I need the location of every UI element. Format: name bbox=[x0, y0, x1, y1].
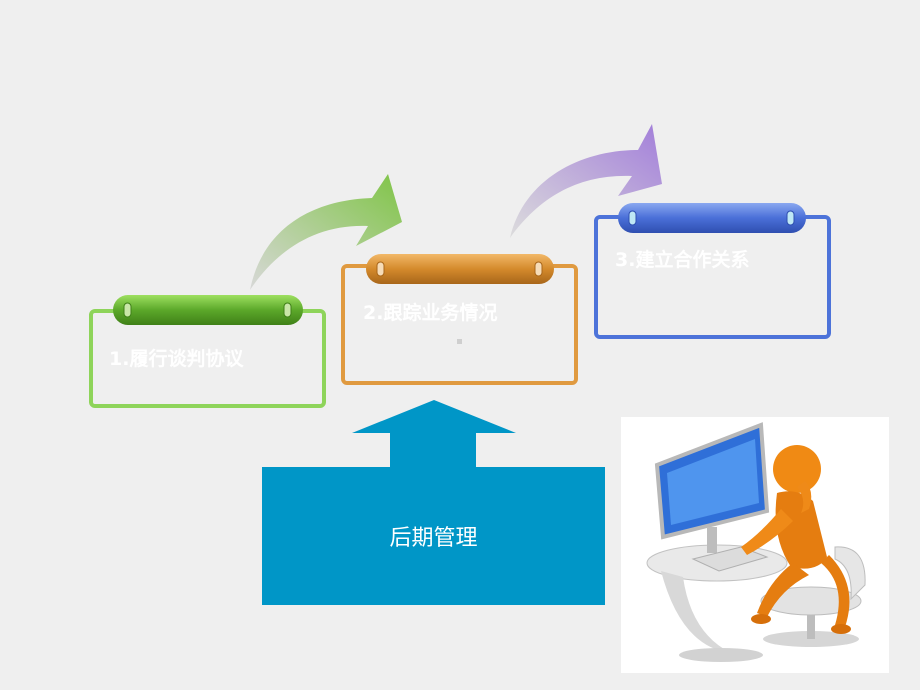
step-3-label: 3.建立合作关系 bbox=[615, 249, 750, 271]
step-2-box bbox=[341, 264, 578, 385]
placeholder-dot bbox=[457, 339, 462, 344]
arrow-step1-to-step2 bbox=[250, 174, 402, 290]
figure-at-computer-illustration bbox=[621, 417, 889, 673]
step-2-tab bbox=[366, 254, 554, 284]
management-label: 后期管理 bbox=[389, 526, 478, 551]
step-1-label: 1.履行谈判协议 bbox=[109, 348, 244, 370]
step-3-tab bbox=[618, 203, 806, 233]
arrow-step2-to-step3 bbox=[510, 124, 662, 238]
step-2-label: 2.跟踪业务情况 bbox=[363, 302, 498, 324]
step-1-tab bbox=[113, 295, 303, 325]
